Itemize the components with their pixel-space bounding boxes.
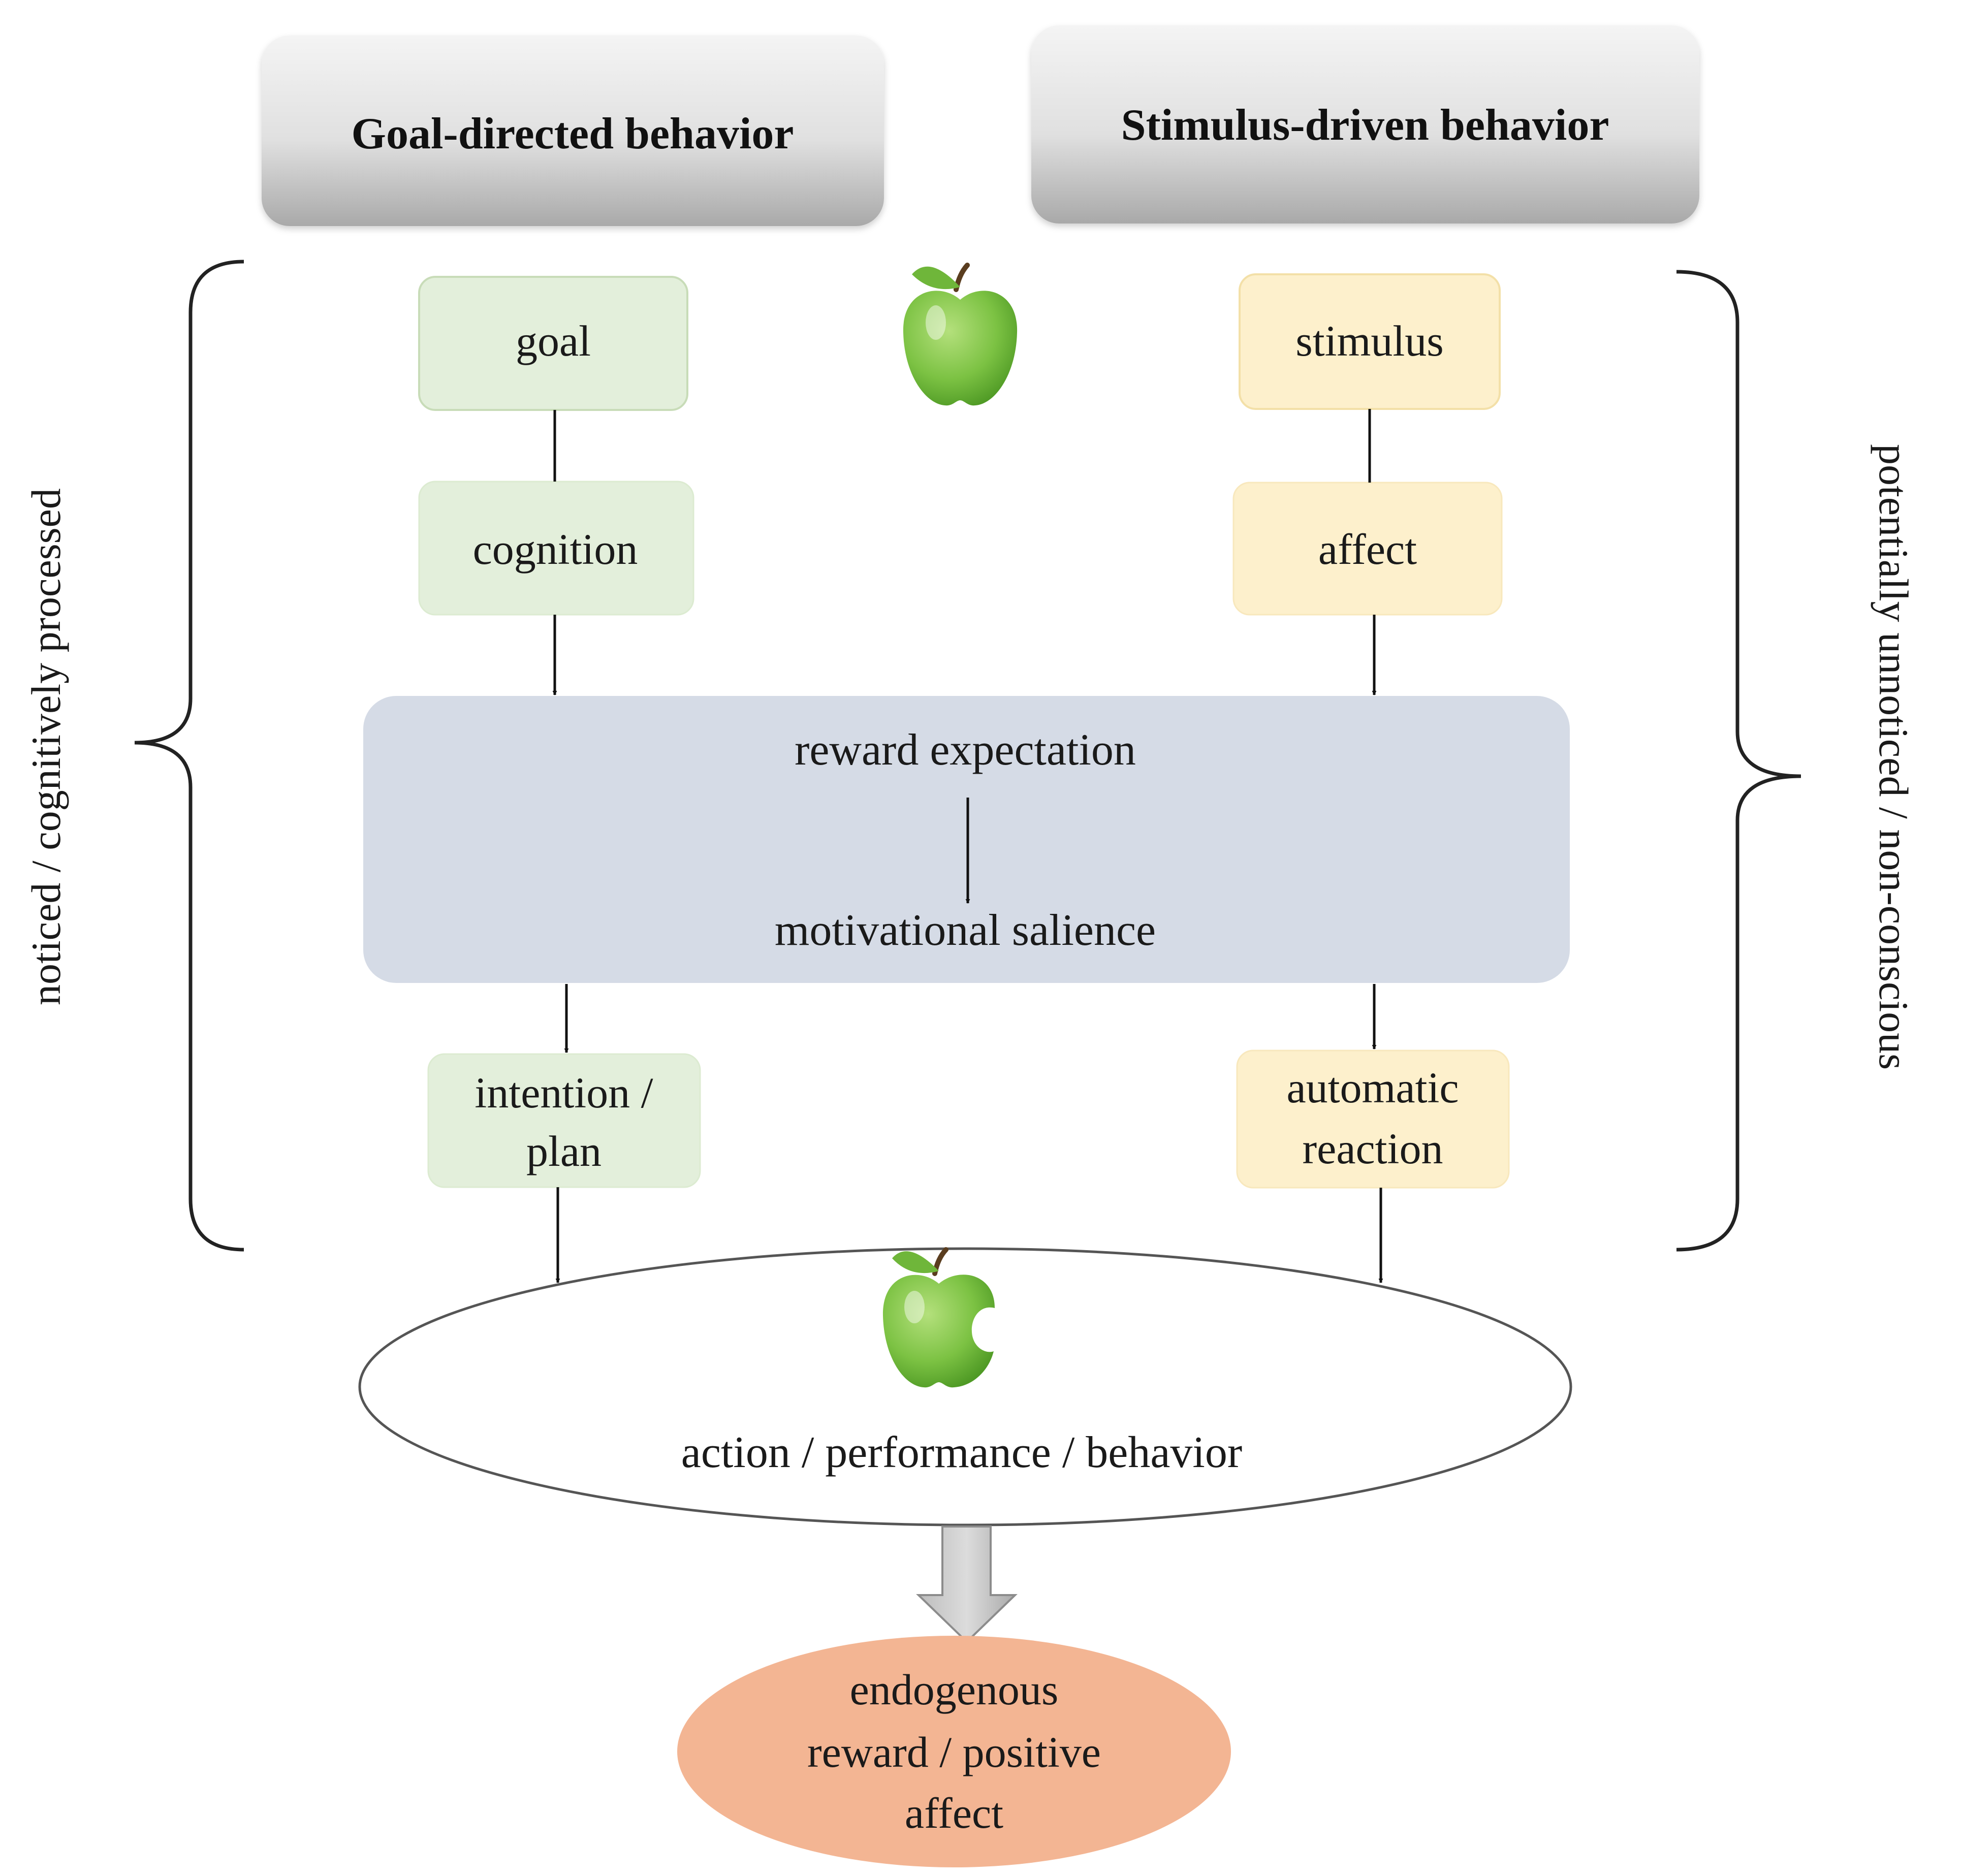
outcome-line2: reward / positive [807,1728,1101,1776]
side-label-unnoticed: potentially unnoticed / non-conscious [1871,444,1917,1070]
header-stimulus-driven-label: Stimulus-driven behavior [1121,101,1609,150]
green-apple-icon [903,263,1018,406]
goal-label: goal [516,316,591,365]
header-goal-directed-label: Goal-directed behavior [352,109,794,158]
action-label: action / performance / behavior [681,1428,1242,1477]
goal-box: goal [418,276,688,411]
affect-box: affect [1232,482,1503,616]
cognition-box: cognition [418,481,694,616]
right-brace [1676,270,1801,1252]
intention-label: intention / [474,1068,653,1117]
reward-expectation-label: reward expectation [795,725,1136,775]
automatic-label: automatic [1286,1063,1459,1112]
stimulus-box: stimulus [1239,273,1501,410]
stimulus-label: stimulus [1295,316,1444,365]
cognition-label: cognition [473,525,638,574]
big-down-arrow [916,1525,1018,1643]
side-label-noticed: noticed / cognitively processed [23,488,69,1005]
bitten-apple-icon [882,1247,995,1388]
automatic-reaction-box: automatic reaction [1236,1050,1510,1189]
outcome-line1: endogenous [850,1665,1059,1714]
header-stimulus-driven: Stimulus-driven behavior [1031,25,1699,224]
plan-label: plan [526,1127,602,1175]
reaction-label: reaction [1303,1124,1443,1173]
motivational-salience-label: motivational salience [775,906,1156,955]
outcome-ellipse: endogenous reward / positive affect [677,1636,1231,1867]
affect-label: affect [1318,525,1417,574]
outcome-line3: affect [905,1789,1003,1837]
intention-plan-box: intention / plan [427,1053,701,1188]
left-brace [134,260,244,1252]
action-ellipse: action / performance / behavior [358,1247,1572,1527]
header-goal-directed: Goal-directed behavior [262,36,884,226]
central-box: reward expectation motivational salience [363,696,1570,983]
